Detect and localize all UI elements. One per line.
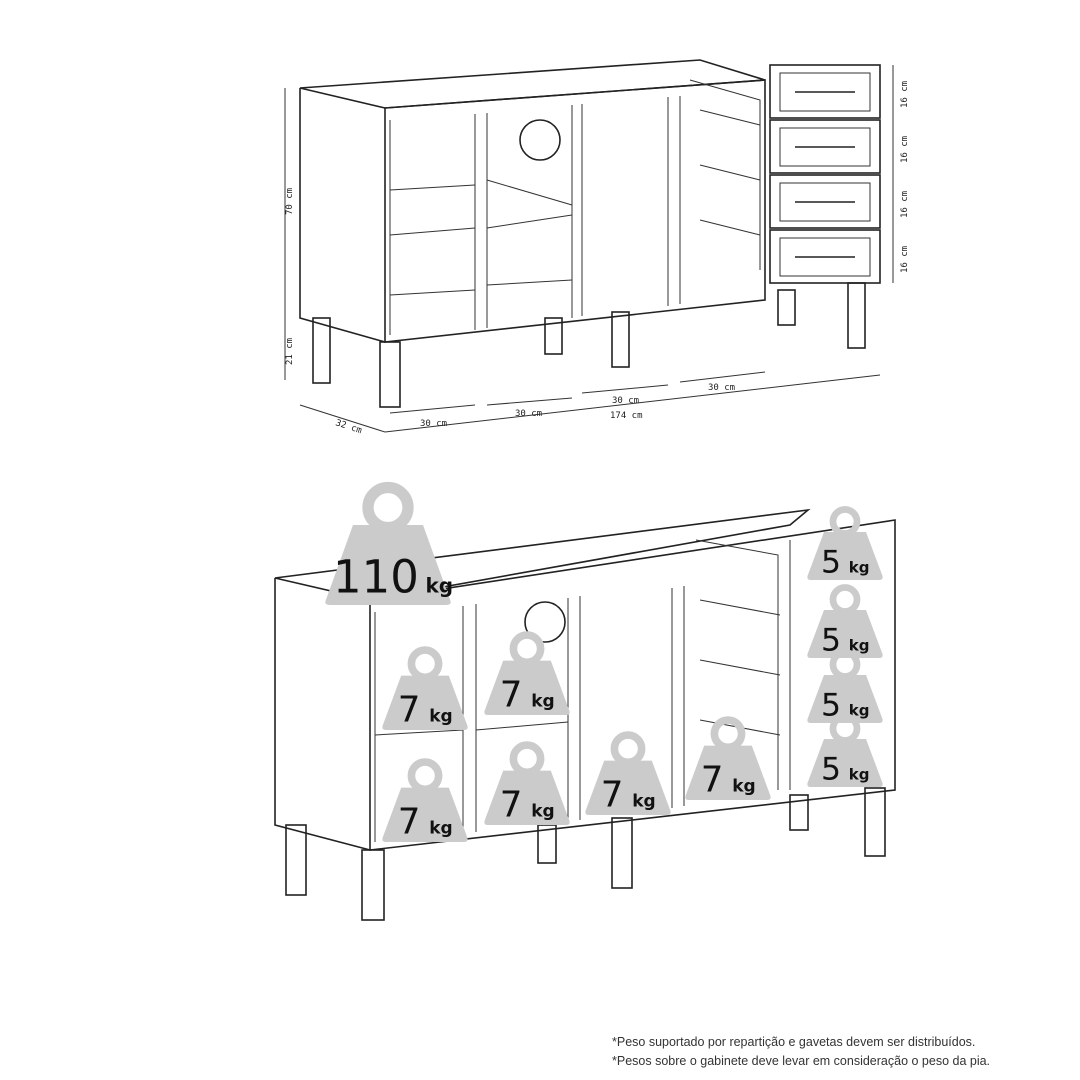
weight-marker: 7 kg <box>382 646 468 731</box>
weight-unit: kg <box>849 766 870 784</box>
bay-width-label: 30 cm <box>420 419 447 429</box>
weight-value: 5 <box>821 688 841 724</box>
bay-width-label: 30 cm <box>612 396 639 406</box>
weight-ring-icon <box>509 631 545 667</box>
weight-marker: 5 kg <box>807 506 883 581</box>
weight-unit: kg <box>426 574 454 598</box>
weight-marker: 5 kg <box>807 649 883 724</box>
weight-marker: 110 kg <box>325 481 454 605</box>
weight-value: 5 <box>821 545 841 581</box>
weight-icon <box>484 660 570 715</box>
sink-drain-hole <box>519 119 561 161</box>
cabinet-top <box>299 59 766 109</box>
height-legs-label: 21 cm <box>285 338 295 365</box>
weight-icon <box>382 675 468 730</box>
drawer-height-label: 16 cm <box>900 81 910 108</box>
weight-value: 7 <box>701 760 724 801</box>
weight-marker: 5 kg <box>807 584 883 659</box>
height-body-label: 70 cm <box>285 188 295 215</box>
weight-marker: 7 kg <box>382 758 468 843</box>
depth-label: 32 cm <box>334 418 363 436</box>
total-width-label: 174 cm <box>610 411 643 421</box>
bay-width-label: 30 cm <box>515 409 542 419</box>
weight-ring-icon <box>509 741 545 777</box>
cabinet-side <box>299 88 386 343</box>
weight-ring-icon <box>610 731 646 767</box>
weight-value: 5 <box>821 623 841 659</box>
weight-ring-icon <box>710 716 746 752</box>
weight-ring-icon <box>829 584 861 615</box>
weight-icon <box>807 610 883 658</box>
drawer-height-label: 16 cm <box>900 246 910 273</box>
sink-drain-hole <box>524 601 566 643</box>
weight-unit: kg <box>849 637 870 655</box>
weight-marker: 7 kg <box>484 631 570 716</box>
load-drawing: 110 kg 7 kg 7 kg 7 kg 7 kg 7 kg 7 kg 5 kg 5 kg 5 kg 5 kg <box>274 481 896 921</box>
weight-value: 7 <box>500 785 523 826</box>
weight-icon <box>685 745 771 800</box>
footnotes: *Peso suportado por repartição e gavetas… <box>612 1033 990 1071</box>
weight-unit: kg <box>849 702 870 720</box>
weight-unit: kg <box>429 707 452 727</box>
weight-unit: kg <box>429 819 452 839</box>
weight-unit: kg <box>732 777 755 797</box>
weight-unit: kg <box>531 802 554 822</box>
weight-icon <box>807 675 883 723</box>
weight-marker: 7 kg <box>585 731 671 816</box>
drawer-height-label: 16 cm <box>900 191 910 218</box>
weight-icon <box>807 532 883 580</box>
bay-width-label: 30 cm <box>708 383 735 393</box>
weight-marker: 7 kg <box>484 741 570 826</box>
dimension-drawing: 70 cm 21 cm 32 cm 174 cm 30 cm 30 cm 30 … <box>284 59 910 436</box>
weight-value: 7 <box>601 775 624 816</box>
cabinet-side <box>274 578 371 851</box>
weight-marker: 7 kg <box>685 716 771 801</box>
weight-value: 5 <box>821 752 841 788</box>
weight-marker: 5 kg <box>807 713 883 788</box>
weight-value: 7 <box>398 802 421 843</box>
weight-value: 110 <box>333 551 419 604</box>
drawer-height-label: 16 cm <box>900 136 910 163</box>
cabinet-front <box>384 79 766 343</box>
weight-ring-icon <box>407 758 443 794</box>
weight-value: 7 <box>398 690 421 731</box>
weight-icon <box>325 525 451 605</box>
cabinet-front <box>369 519 896 851</box>
weight-ring-icon <box>362 481 414 534</box>
weight-unit: kg <box>632 792 655 812</box>
weight-icon <box>807 739 883 787</box>
weight-value: 7 <box>500 675 523 716</box>
footnote: *Peso suportado por repartição e gavetas… <box>612 1035 976 1049</box>
weight-icon <box>382 787 468 842</box>
weight-ring-icon <box>829 506 861 537</box>
weight-ring-icon <box>407 646 443 682</box>
weight-icon <box>585 760 671 815</box>
weight-icon <box>484 770 570 825</box>
footnote: *Pesos sobre o gabinete deve levar em co… <box>612 1054 991 1068</box>
weight-markers: 110 kg 7 kg 7 kg 7 kg 7 kg 7 kg 7 kg 5 kg 5 kg 5 kg 5 kg <box>325 481 883 843</box>
weight-unit: kg <box>849 559 870 577</box>
weight-unit: kg <box>531 692 554 712</box>
